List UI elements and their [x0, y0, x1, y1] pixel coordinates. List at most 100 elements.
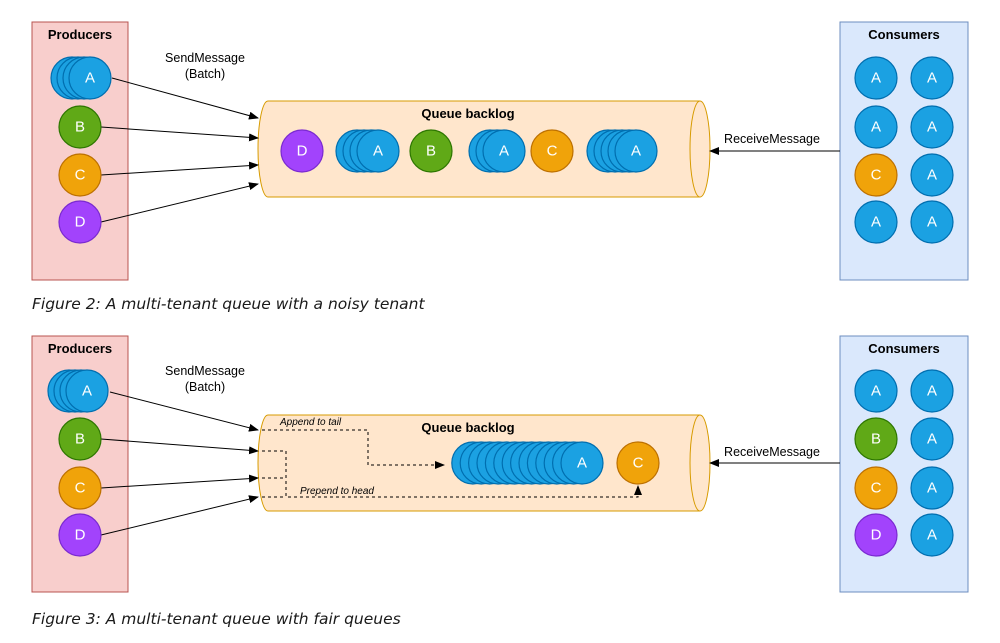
message-node-a: A [335, 129, 400, 173]
node-label: B [75, 119, 85, 136]
message-circle [58, 513, 102, 557]
message-node-a: A [47, 369, 109, 413]
message-circle [854, 513, 898, 557]
message-node-a: A [854, 369, 898, 413]
message-node-d: D [854, 513, 898, 557]
send-message-batch-label: (Batch) [185, 380, 225, 394]
node-label: A [927, 214, 937, 231]
figure-3-caption: Figure 3: A multi-tenant queue with fair… [32, 610, 401, 628]
message-circle [854, 56, 898, 100]
send-message-label: SendMessage [165, 51, 245, 65]
node-label: C [75, 480, 86, 497]
consumers-title: Consumers [868, 27, 940, 42]
node-label: D [871, 527, 882, 544]
producer-nodes: A B C D [47, 369, 109, 557]
node-label: A [927, 119, 937, 136]
message-circle [280, 129, 324, 173]
message-node-a: A [910, 417, 954, 461]
message-circle [65, 369, 109, 413]
node-label: A [871, 119, 881, 136]
arrow-producer-c [100, 474, 259, 489]
node-label: A [927, 480, 937, 497]
message-node-c: C [58, 466, 102, 510]
prepend-to-head-label: Prepend to head [300, 486, 374, 497]
message-circle [910, 466, 954, 510]
node-label: B [75, 431, 85, 448]
message-node-c: C [58, 153, 102, 197]
message-node-d: D [58, 513, 102, 557]
message-circle [910, 153, 954, 197]
node-label: C [633, 455, 644, 472]
node-label: B [871, 431, 881, 448]
message-circle [854, 369, 898, 413]
node-label: A [927, 70, 937, 87]
node-label: A [927, 167, 937, 184]
producers-title: Producers [48, 341, 112, 356]
node-label: D [75, 527, 86, 544]
node-label: A [927, 527, 937, 544]
message-circle [614, 129, 658, 173]
message-node-b: B [854, 417, 898, 461]
node-label: A [871, 383, 881, 400]
message-circle [560, 441, 604, 485]
message-circle [58, 466, 102, 510]
node-label: A [577, 455, 587, 472]
message-circle [530, 129, 574, 173]
arrow-producer-a [109, 391, 259, 432]
queue-title: Queue backlog [421, 420, 514, 435]
message-circle [910, 56, 954, 100]
node-label: A [871, 70, 881, 87]
node-label: C [547, 143, 558, 160]
node-label: D [75, 214, 86, 231]
message-circle [910, 369, 954, 413]
node-label: C [871, 167, 882, 184]
message-node-a: A [854, 105, 898, 149]
message-node-a: A [910, 466, 954, 510]
receive-message-label: ReceiveMessage [724, 445, 820, 459]
producers-title: Producers [48, 27, 112, 42]
message-circle [58, 417, 102, 461]
producer-nodes: A B C D [50, 56, 112, 244]
message-node-c: C [854, 153, 898, 197]
message-circle [910, 200, 954, 244]
figure-2: Producers Consumers SendMessage (Batch) … [31, 21, 969, 313]
message-node-b: B [58, 417, 102, 461]
message-circle [58, 200, 102, 244]
message-node-a: A [451, 441, 604, 485]
queue-title: Queue backlog [421, 106, 514, 121]
message-circle [854, 105, 898, 149]
node-label: A [927, 383, 937, 400]
consumers-box [839, 335, 969, 593]
message-node-a: A [910, 105, 954, 149]
node-label: C [75, 167, 86, 184]
message-circle [854, 417, 898, 461]
arrow-producer-d [100, 182, 259, 223]
message-node-a: A [468, 129, 526, 173]
message-circle [910, 513, 954, 557]
message-circle [616, 441, 660, 485]
message-node-c: C [854, 466, 898, 510]
node-label: A [85, 70, 95, 87]
message-circle [910, 105, 954, 149]
figure-2-caption: Figure 2: A multi-tenant queue with a no… [32, 295, 426, 313]
message-circle [68, 56, 112, 100]
arrow-producer-a [111, 77, 259, 120]
node-label: A [499, 143, 509, 160]
node-label: B [426, 143, 436, 160]
figure-3: Producers Consumers SendMessage (Batch) … [31, 335, 969, 628]
message-node-b: B [409, 129, 453, 173]
node-label: A [373, 143, 383, 160]
message-node-c: C [616, 441, 660, 485]
message-node-a: A [910, 153, 954, 197]
node-label: C [871, 480, 882, 497]
message-circle [854, 466, 898, 510]
message-node-d: D [280, 129, 324, 173]
arrow-producer-b [100, 438, 259, 455]
message-circle [482, 129, 526, 173]
message-node-a: A [586, 129, 658, 173]
